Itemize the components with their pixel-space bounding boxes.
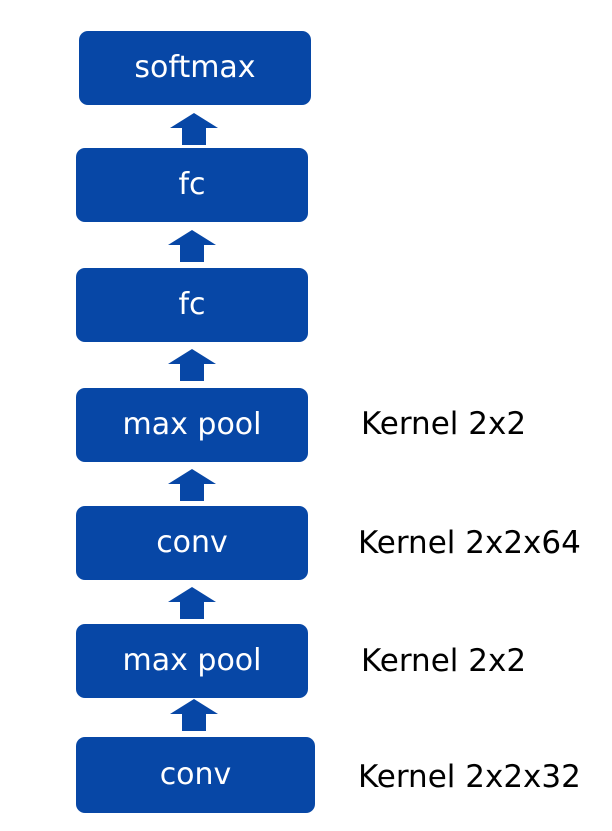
- layer-fc-1: fc: [76, 268, 308, 342]
- kernel-note-max-pool-2: Kernel 2x2: [361, 406, 527, 442]
- layer-fc-2: fc: [76, 148, 308, 222]
- layer-conv-2: conv: [76, 506, 308, 580]
- arrow-up-icon: [170, 699, 218, 731]
- layer-conv-1: conv: [76, 737, 315, 813]
- arrow-up-icon: [170, 113, 218, 145]
- kernel-note-max-pool-1: Kernel 2x2: [361, 643, 527, 679]
- kernel-note-conv-1: Kernel 2x2x32: [358, 759, 581, 795]
- layer-softmax: softmax: [79, 31, 311, 105]
- arrow-up-icon: [168, 349, 216, 381]
- arrow-up-icon: [168, 230, 216, 262]
- layer-max-pool-1: max pool: [76, 624, 308, 698]
- layer-max-pool-2: max pool: [76, 388, 308, 462]
- kernel-note-conv-2: Kernel 2x2x64: [358, 525, 581, 561]
- arrow-up-icon: [168, 469, 216, 501]
- arrow-up-icon: [168, 587, 216, 619]
